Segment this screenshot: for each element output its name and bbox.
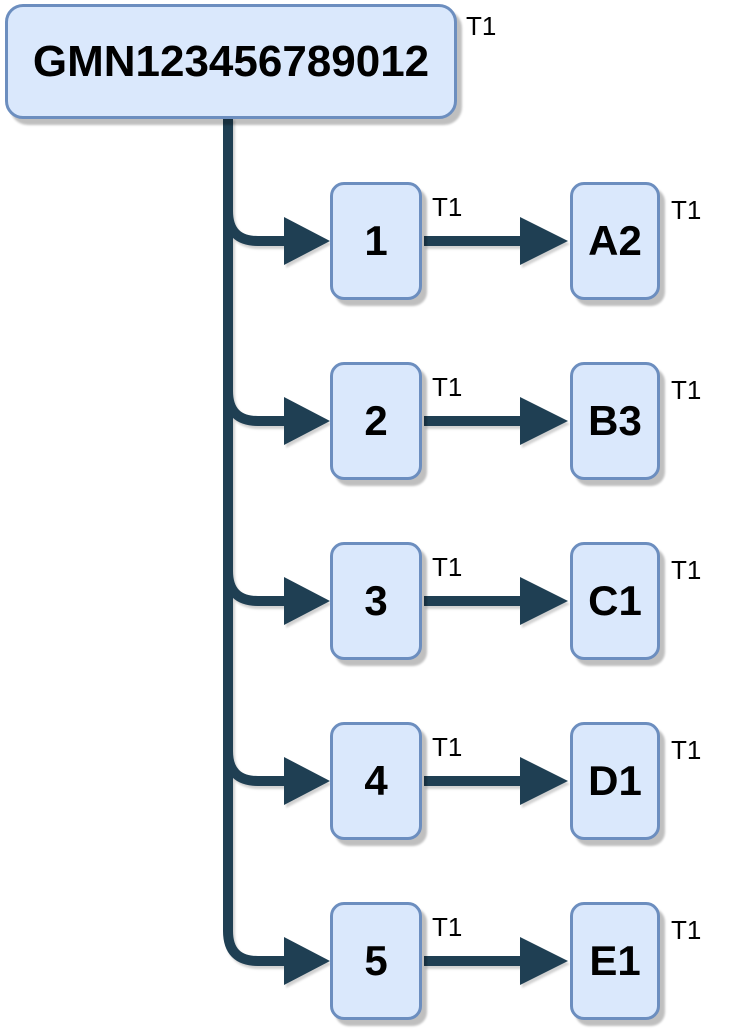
branch-connector-1 (223, 117, 284, 246)
branch-arrowhead-2 (284, 397, 330, 445)
source-node-4-tag: T1 (432, 732, 463, 762)
source-node-2-tag: T1 (432, 372, 463, 402)
target-node-D1: D1 (570, 722, 660, 840)
target-node-B3: B3 (570, 362, 660, 480)
branch-connector-4 (223, 117, 284, 786)
branch-arrowhead-4 (284, 757, 330, 805)
source-node-5: 5 (330, 902, 422, 1020)
link-arrowhead-2 (520, 397, 568, 445)
target-node-C1-tag: T1 (671, 555, 702, 585)
branch-connector-2 (223, 117, 284, 426)
source-node-3-tag: T1 (432, 552, 463, 582)
source-node-4: 4 (330, 722, 422, 840)
source-node-2: 2 (330, 362, 422, 480)
root-node-tag: T1 (466, 11, 497, 41)
source-node-5-tag: T1 (432, 912, 463, 942)
target-node-B3-tag: T1 (671, 375, 702, 405)
link-arrowhead-3 (520, 577, 568, 625)
target-node-E1: E1 (570, 902, 660, 1020)
branch-arrowhead-1 (284, 217, 330, 265)
link-arrowhead-1 (520, 217, 568, 265)
root-node: GMN123456789012 (5, 4, 457, 119)
link-arrowhead-4 (520, 757, 568, 805)
branch-connector-3 (223, 117, 284, 606)
branch-arrowhead-5 (284, 937, 330, 985)
branch-connector-5 (223, 117, 284, 966)
target-node-D1-tag: T1 (671, 735, 702, 765)
target-node-A2: A2 (570, 182, 660, 300)
target-node-E1-tag: T1 (671, 915, 702, 945)
source-node-1-tag: T1 (432, 192, 463, 222)
source-node-3: 3 (330, 542, 422, 660)
branch-arrowhead-3 (284, 577, 330, 625)
source-node-1: 1 (330, 182, 422, 300)
target-node-A2-tag: T1 (671, 195, 702, 225)
link-arrowhead-5 (520, 937, 568, 985)
target-node-C1: C1 (570, 542, 660, 660)
